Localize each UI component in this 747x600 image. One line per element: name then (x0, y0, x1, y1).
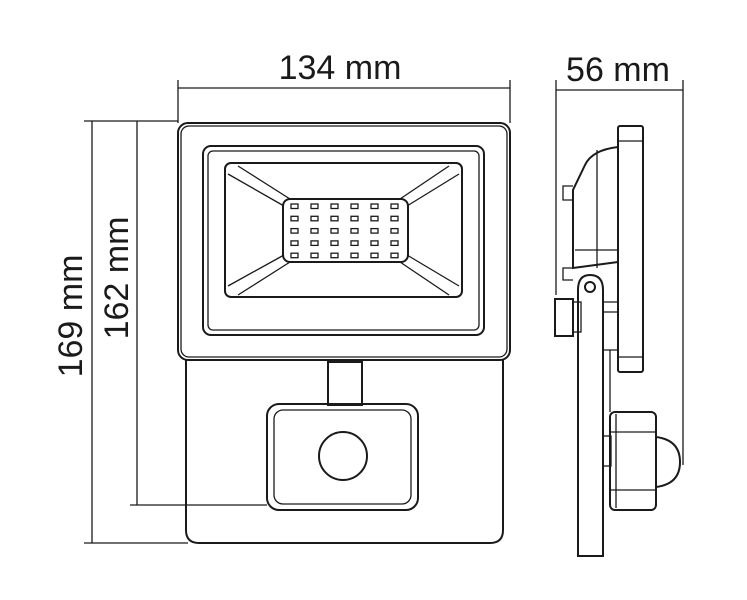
total-height-dimension: 169 mm (52, 120, 188, 544)
led-chip (330, 215, 339, 222)
reflector-ribs (227, 165, 460, 296)
led-panel (282, 198, 409, 263)
side-bracket (577, 273, 604, 557)
led-chip (330, 227, 339, 234)
led-chip (310, 252, 319, 259)
led-chip (310, 240, 319, 247)
side-front-plate (617, 125, 644, 373)
width-label: 134 mm (279, 49, 402, 87)
led-chip (370, 252, 379, 259)
led-chip (390, 215, 399, 222)
side-bolt (554, 298, 574, 337)
front-view (177, 122, 511, 544)
led-chip (330, 203, 339, 210)
outer-frame (177, 122, 511, 361)
led-chip (350, 227, 359, 234)
lamp-height-dimension: 162 mm (98, 121, 267, 506)
led-chip (350, 240, 359, 247)
side-pir-dome (655, 436, 682, 488)
led-chip (390, 240, 399, 247)
depth-label: 56 mm (566, 51, 670, 89)
side-sensor-box (609, 411, 657, 511)
bracket-pivot (584, 281, 596, 293)
sensor-stem (327, 361, 363, 406)
led-chip (390, 203, 399, 210)
led-chip (370, 203, 379, 210)
led-grid (290, 203, 399, 259)
side-body (572, 146, 619, 270)
lamp-height-label: 162 mm (98, 217, 136, 340)
sensor-box (266, 403, 419, 511)
led-chip (290, 203, 299, 210)
led-chip (290, 240, 299, 247)
led-chip (290, 227, 299, 234)
led-chip (310, 215, 319, 222)
sensor-housing (185, 360, 504, 544)
side-view (554, 125, 682, 557)
led-chip (390, 227, 399, 234)
led-chip (370, 240, 379, 247)
pir-sensor-lens (318, 431, 368, 481)
bezel (202, 145, 485, 336)
led-chip (330, 252, 339, 259)
total-height-label: 169 mm (52, 255, 90, 378)
led-chip (350, 215, 359, 222)
reflector (224, 162, 463, 298)
depth-dimension: 56 mm (555, 51, 684, 465)
led-chip (390, 252, 399, 259)
led-chip (350, 203, 359, 210)
led-chip (330, 240, 339, 247)
led-chip (370, 227, 379, 234)
led-chip (310, 227, 319, 234)
led-chip (370, 215, 379, 222)
led-chip (310, 203, 319, 210)
led-chip (290, 215, 299, 222)
led-chip (350, 252, 359, 259)
led-chip (290, 252, 299, 259)
width-dimension: 134 mm (177, 49, 511, 123)
